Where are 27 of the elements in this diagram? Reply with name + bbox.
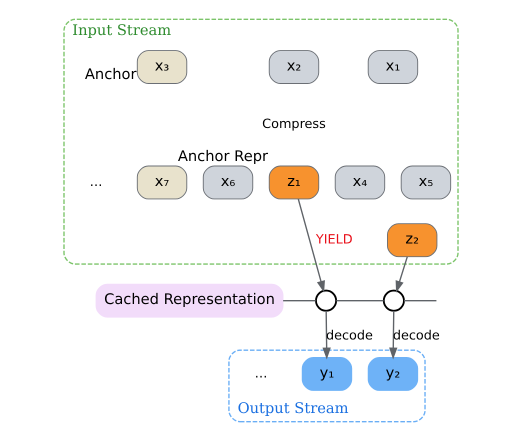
node-box: x₄ (334, 166, 385, 200)
node-circle (314, 290, 337, 312)
label: … (89, 174, 102, 190)
label: … (254, 366, 267, 382)
connector (282, 300, 316, 302)
node-box: x₆ (202, 166, 253, 200)
node-label: Anchor (84, 66, 136, 83)
arrow (322, 310, 330, 360)
connector (336, 300, 384, 302)
arrow (395, 256, 408, 293)
node-box: y₂ (367, 357, 418, 391)
node-box: x₃ (136, 50, 187, 84)
label: Compress (262, 117, 326, 132)
node-box: x₁ (367, 50, 418, 84)
node-box: z₂ (386, 223, 437, 258)
arrow (388, 310, 397, 360)
node-label: Anchor Repr (177, 148, 268, 166)
node-circle (382, 290, 404, 312)
node-box: x₇ (136, 166, 187, 200)
edge-label: YIELD (315, 232, 352, 248)
arrow (297, 198, 324, 293)
node-box: Cached Representation (95, 284, 283, 318)
node-box: x₂ (268, 50, 319, 84)
node-box: z₁ (268, 166, 319, 200)
node-box: x₅ (400, 166, 451, 200)
node-box: y₁ (301, 357, 352, 391)
connector (403, 300, 436, 302)
